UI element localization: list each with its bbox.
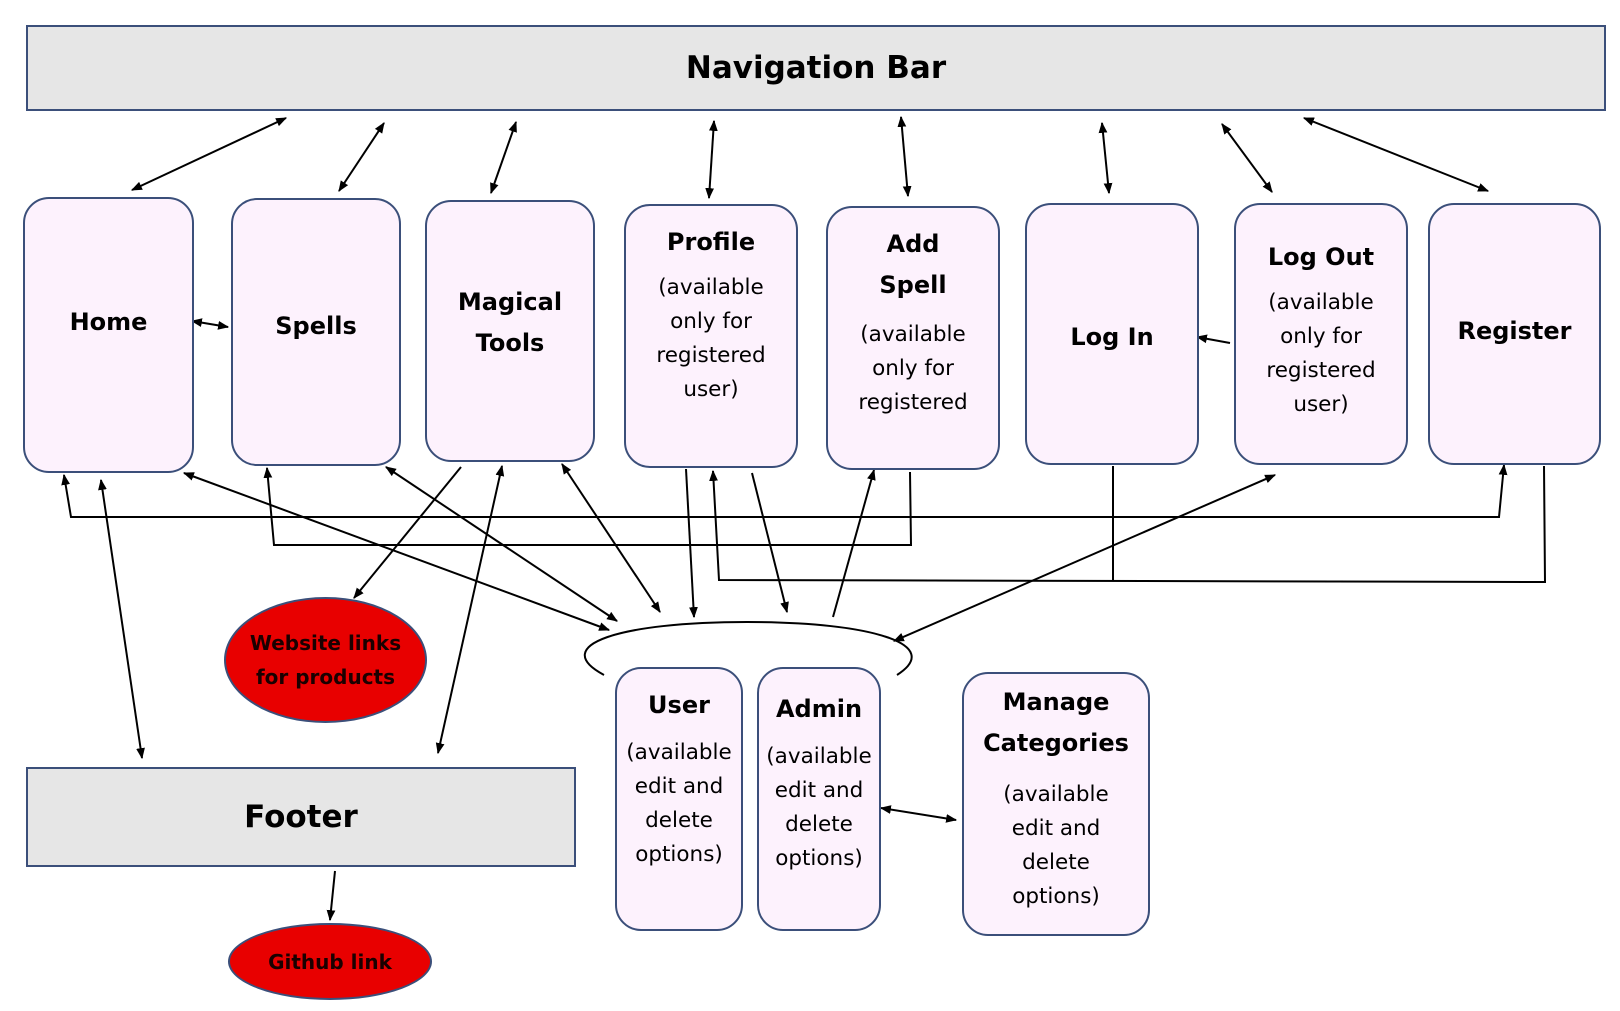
website-links-line: Website links [249, 631, 402, 655]
admin-note-line: edit and [774, 778, 864, 803]
nav-spells-arrow [338, 122, 385, 192]
log-in-title: Log In [1070, 323, 1154, 351]
nav-addspell-arrow [897, 115, 912, 198]
home-users-arrow [182, 472, 611, 631]
log-out-note-line: (available [1268, 290, 1374, 315]
manage-categories-title-line: Manage [1002, 688, 1110, 716]
website-links-line: for products [255, 665, 396, 689]
add-spell-title-line: Add [886, 230, 940, 258]
nav-home-arrow [131, 117, 287, 191]
footer-github-arrow [326, 870, 336, 922]
spells-title: Spells [275, 312, 357, 340]
admin-node: Admin (available edit and delete options… [757, 667, 881, 931]
manage-categories-note-line: delete [1022, 850, 1090, 875]
admin-note-line: delete [785, 812, 853, 837]
footer-box: Footer [26, 767, 576, 867]
navigation-bar: Navigation Bar [26, 25, 1606, 111]
manage-categories-note-line: options) [1012, 884, 1100, 909]
add-spell-node: Add Spell (available only for registered [826, 206, 1000, 470]
github-link-oval: Github link [228, 923, 432, 1000]
register-title: Register [1457, 317, 1572, 345]
nav-logout-arrow [1221, 123, 1273, 193]
profile-note-line: registered [656, 343, 766, 368]
user-note-line: options) [635, 842, 723, 867]
nav-tools-arrow [490, 120, 517, 195]
magical-tools-title-line: Magical [457, 288, 563, 316]
home-footer-arrow [98, 478, 145, 760]
user-title: User [648, 691, 710, 719]
profile-admin-arrow [751, 472, 789, 614]
add-spell-note-line: (available [860, 322, 966, 347]
register-node: Register [1428, 203, 1601, 465]
log-out-note-line: only for [1280, 324, 1362, 349]
admin-note-line: (available [766, 744, 872, 769]
nav-register-arrow [1302, 117, 1490, 192]
profile-users-arrow [685, 468, 698, 619]
add-spell-title-line: Spell [879, 271, 947, 299]
register-profile-connector [709, 465, 1547, 584]
admin-categories-arrow [879, 805, 958, 823]
log-out-node: Log Out (available only for registered u… [1234, 203, 1408, 465]
profile-title: Profile [666, 228, 756, 256]
nav-profile-arrow [705, 119, 718, 200]
user-note-line: (available [626, 740, 732, 765]
log-out-note-line: user) [1293, 392, 1349, 417]
tools-website-arrow [353, 466, 462, 599]
spells-node: Spells [231, 198, 401, 466]
home-node: Home [23, 197, 194, 473]
manage-categories-note-line: edit and [1011, 816, 1101, 841]
home-title: Home [69, 308, 148, 336]
add-spell-note-line: registered [858, 390, 968, 415]
profile-note-line: (available [658, 275, 764, 300]
website-links-oval: Website links for products [224, 597, 427, 723]
admin-title: Admin [775, 695, 863, 723]
admin-note-line: options) [775, 846, 863, 871]
footer-label: Footer [244, 799, 358, 835]
logout-login-arrow [1195, 334, 1231, 344]
magical-tools-node: Magical Tools [425, 200, 595, 462]
profile-node: Profile (available only for registered u… [624, 204, 798, 468]
manage-categories-note-line: (available [1003, 782, 1109, 807]
profile-note-line: user) [683, 377, 739, 402]
log-out-title: Log Out [1267, 243, 1375, 271]
user-node: User (available edit and delete options) [615, 667, 743, 931]
manage-categories-title-line: Categories [983, 729, 1129, 757]
manage-categories-node: Manage Categories (available edit and de… [962, 672, 1150, 936]
user-group-bracket [583, 620, 913, 676]
user-note-line: delete [645, 808, 713, 833]
navigation-bar-label: Navigation Bar [685, 50, 947, 86]
magical-tools-title-line: Tools [475, 329, 545, 357]
admin-addspell-arrow [832, 468, 876, 618]
logout-users-arrow [892, 474, 1277, 642]
home-register-connector [61, 463, 1508, 518]
home-spells-arrow [190, 318, 230, 330]
tools-footer-arrow [435, 464, 505, 755]
profile-note-line: only for [670, 309, 752, 334]
log-out-note-line: registered [1266, 358, 1376, 383]
add-spell-note-line: only for [872, 356, 954, 381]
tools-users-arrow [561, 463, 661, 613]
nav-login-arrow [1098, 121, 1113, 195]
user-note-line: edit and [634, 774, 724, 799]
log-in-node: Log In [1025, 203, 1199, 465]
github-link-label: Github link [268, 949, 392, 974]
